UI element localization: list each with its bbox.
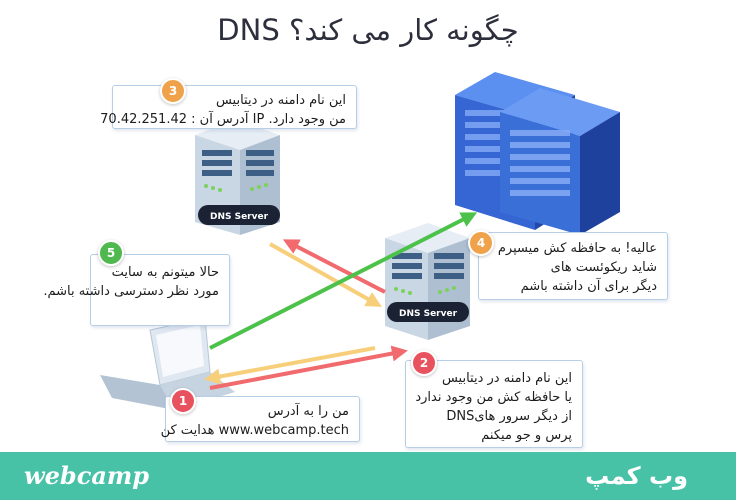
dns-server-2-icon: DNS Server <box>385 223 470 340</box>
step-4-badge: 4 <box>468 230 494 256</box>
callout-step-2: این نام دامنه در دیتابیس یا حافظه کش من … <box>405 360 583 448</box>
callout-step-3-line-2: من وجود دارد. IP آدرس آن : 70.42.251.42 <box>100 112 346 127</box>
arrow-request-1 <box>209 345 408 390</box>
callout-step-2-line-2: یا حافظه کش من وجود ندارد <box>415 390 572 405</box>
dns-server-2-label: DNS Server <box>399 309 458 319</box>
callout-step-2-line-3: از دیگر سرور هایDNS <box>446 409 572 424</box>
page-title: DNS چگونه کار می کند؟ <box>217 13 519 47</box>
dns-diagram: DNS Server DNS Server <box>100 72 620 410</box>
arrow-request-2 <box>282 239 386 294</box>
step-5-badge: 5 <box>98 240 124 266</box>
laptop-icon <box>100 317 235 410</box>
callout-step-4-line-2: شاید ریکوئست های <box>550 260 657 275</box>
authoritative-server-icon <box>455 72 620 235</box>
arrow-response-3 <box>269 242 382 307</box>
callout-step-5: حالا میتونم به سایت مورد نظر دسترسی داشت… <box>43 254 230 326</box>
callout-step-5-line-1: حالا میتونم به سایت <box>111 265 219 280</box>
callout-step-2-line-4: پرس و جو میکنم <box>481 428 572 443</box>
callout-step-4-line-3: دیگر برای آن داشته باشم <box>520 279 657 294</box>
callout-step-4: عالیه! به حافظه کش میسپرم شاید ریکوئست ه… <box>478 232 668 300</box>
callout-step-3: این نام دامنه در دیتابیس من وجود دارد. I… <box>100 85 357 129</box>
step-1-badge: 1 <box>170 388 196 414</box>
callout-step-4-line-1: عالیه! به حافظه کش میسپرم <box>497 241 657 256</box>
callout-step-5-line-2: مورد نظر دسترسی داشته باشم. <box>43 284 219 299</box>
callout-step-1-line-1: من را به آدرس <box>267 404 349 419</box>
callout-step-3-line-1: این نام دامنه در دیتابیس <box>215 93 346 108</box>
footer-bar: webcamp وب کمپ <box>0 452 736 500</box>
step-3-badge: 3 <box>160 78 186 104</box>
callout-step-2-line-1: این نام دامنه در دیتابیس <box>441 371 572 386</box>
arrow-response-4 <box>204 346 376 385</box>
step-2-badge: 2 <box>411 350 437 376</box>
dns-server-1-label: DNS Server <box>210 212 269 222</box>
dns-server-1-icon: DNS Server <box>195 120 280 235</box>
brand-logo-fa: وب کمپ <box>585 462 688 490</box>
callout-step-1-line-2: www.webcamp.tech هدایت کن <box>160 423 349 438</box>
brand-logo-en: webcamp <box>24 461 150 490</box>
arrow-final-5 <box>209 212 478 350</box>
callout-step-1: من را به آدرس www.webcamp.tech هدایت کن <box>160 396 360 442</box>
